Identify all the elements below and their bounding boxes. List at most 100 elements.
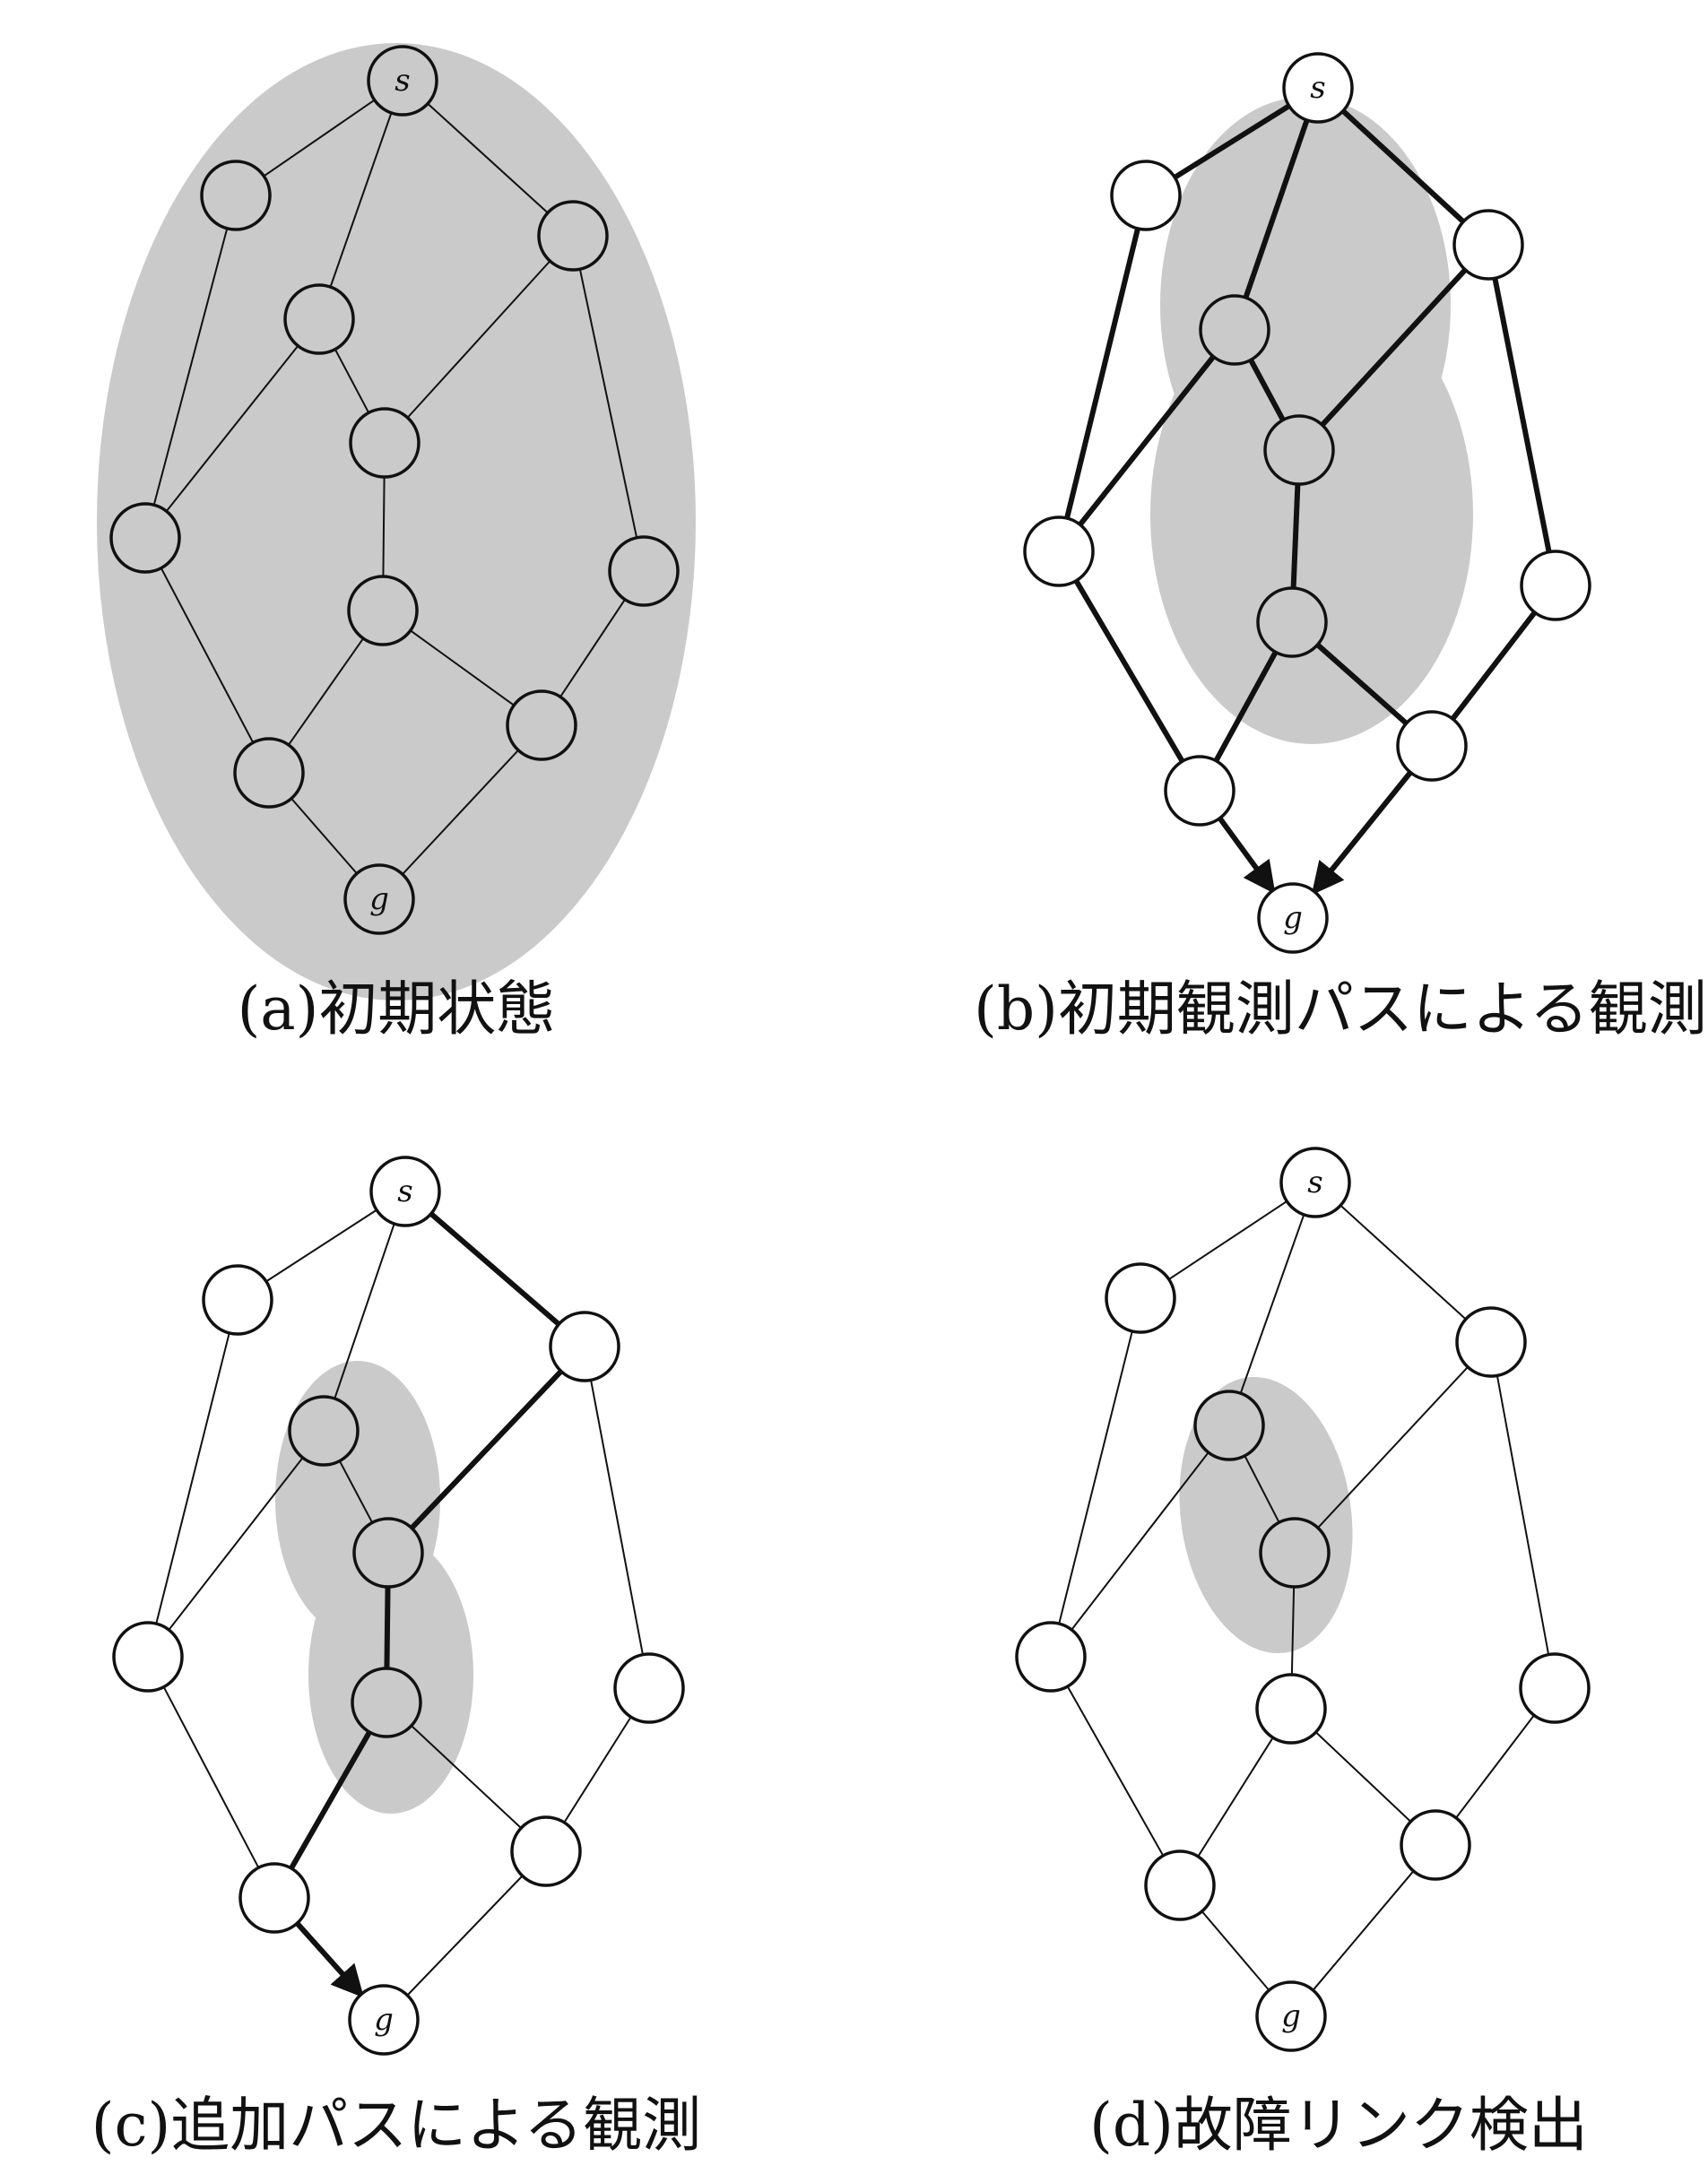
node-n2 <box>537 200 609 272</box>
link-n3-n5 <box>168 1456 304 1632</box>
observed-link-n8-g <box>1217 815 1276 895</box>
node-n6 <box>347 575 419 646</box>
observed-link-s-n1 <box>1172 103 1292 180</box>
node-n6 <box>351 1667 422 1738</box>
node-n7 <box>1520 550 1591 621</box>
observed-link-n6-n9 <box>1314 642 1409 726</box>
source-node-label: s <box>1310 70 1325 106</box>
goal-node-label: g <box>369 881 389 917</box>
link-n3-n5 <box>1071 1451 1209 1631</box>
source-node <box>1282 52 1354 124</box>
goal-node <box>1255 1980 1327 2052</box>
goal-node-label: g <box>374 2002 394 2038</box>
link-n2-n7 <box>590 1379 644 1656</box>
link-s-n2 <box>1340 1204 1467 1321</box>
link-n6-n9 <box>1314 1731 1412 1823</box>
link-n5-n8 <box>160 567 255 744</box>
node-n4 <box>349 407 420 479</box>
observed-link-n6-n8 <box>1213 649 1279 764</box>
link-n8-g <box>290 797 359 875</box>
source-node-label: s <box>394 63 410 99</box>
observed-link-n2-n4 <box>1319 266 1469 429</box>
link-n5-n8 <box>1066 1685 1165 1857</box>
link-n8-g <box>1201 1910 1270 1992</box>
link-n2-n4 <box>1316 1365 1470 1529</box>
link-n2-n7 <box>578 268 638 539</box>
link-n3-n5 <box>165 344 299 513</box>
region-suspect-lower <box>1150 285 1473 744</box>
link-s-n3 <box>329 111 393 289</box>
link-n4-n6 <box>382 475 386 578</box>
panel-a-nodes: sg <box>109 45 680 935</box>
node-n2 <box>1455 1306 1527 1378</box>
observed-link-n8-g <box>294 1920 364 1998</box>
goal-node <box>1257 882 1329 954</box>
node-n6 <box>1256 586 1328 658</box>
link-n6-n8 <box>1197 1737 1274 1858</box>
observed-link-n4-n6 <box>384 1583 391 1672</box>
node-n4 <box>352 1517 424 1589</box>
link-n1-n5 <box>1058 1330 1133 1625</box>
caption-d: (d)故障リンク検出 <box>1089 2091 1588 2160</box>
node-n6 <box>1255 1673 1327 1745</box>
panel-a-edges <box>152 99 638 876</box>
node-n7 <box>1519 1652 1591 1724</box>
region-faulty-link <box>1179 1376 1353 1654</box>
source-node <box>367 45 438 117</box>
link-n2-n7 <box>1496 1374 1550 1656</box>
node-n7 <box>613 1652 685 1724</box>
node-n1 <box>202 1264 273 1336</box>
node-n8 <box>233 737 305 809</box>
node-n3 <box>1199 294 1270 366</box>
link-n9-g <box>1312 1870 1415 1991</box>
observed-link-n6-n8 <box>288 1728 373 1872</box>
observed-link-n1-n5 <box>1064 225 1140 522</box>
node-n3 <box>288 1395 360 1467</box>
node-n2 <box>549 1311 620 1382</box>
source-node <box>1279 1147 1351 1218</box>
source-node <box>369 1156 441 1227</box>
panel-d-edges <box>1058 1200 1550 1992</box>
observed-link-n3-n4 <box>1247 357 1287 423</box>
observed-link-n9-g <box>1311 769 1414 896</box>
node-n5 <box>109 502 181 574</box>
link-n7-n9 <box>559 598 627 698</box>
panel-initial-state: sg (a)初期状態 <box>97 43 696 1044</box>
link-n9-g <box>406 1875 524 1997</box>
link-n4-n6 <box>1290 1585 1296 1676</box>
node-n9 <box>506 689 577 761</box>
node-n5 <box>1023 515 1095 587</box>
node-n4 <box>1259 1517 1331 1589</box>
node-n1 <box>1110 160 1182 231</box>
observed-link-s-n2 <box>1340 108 1467 225</box>
panel-d-regions <box>1179 1376 1353 1654</box>
source-node-label: s <box>1307 1165 1322 1200</box>
link-n6-n9 <box>409 629 516 706</box>
link-n3-n4 <box>1244 1454 1280 1524</box>
goal-node-label: g <box>1281 1998 1301 2034</box>
source-node-label: s <box>397 1174 412 1209</box>
node-n5 <box>112 1621 184 1693</box>
node-n1 <box>1105 1262 1176 1334</box>
panel-faulty-link-detection: s g (d)故障リンク検出 <box>1015 1147 1591 2160</box>
node-n7 <box>608 535 680 607</box>
panel-b-nodes: sg <box>1023 52 1591 954</box>
link-n9-g <box>401 749 520 876</box>
observed-link-n3-n5 <box>1077 353 1217 528</box>
node-n4 <box>1263 414 1335 486</box>
caption-a: (a)初期状態 <box>238 975 556 1044</box>
link-s-n3 <box>1239 1213 1305 1395</box>
link-s-n1 <box>1167 1200 1288 1281</box>
link-n2-n4 <box>406 260 551 419</box>
link-s-n2 <box>427 102 549 214</box>
node-n1 <box>200 160 272 231</box>
link-n7-n9 <box>1454 1714 1536 1819</box>
node-n9 <box>510 1815 582 1887</box>
observed-link-n7-n9 <box>1450 610 1538 722</box>
link-n3-n4 <box>334 348 370 414</box>
panel-a-regions <box>97 43 696 1001</box>
caption-c: (c)追加パスによる観測 <box>91 2091 701 2160</box>
link-s-n1 <box>263 99 376 178</box>
node-n2 <box>1452 209 1524 281</box>
